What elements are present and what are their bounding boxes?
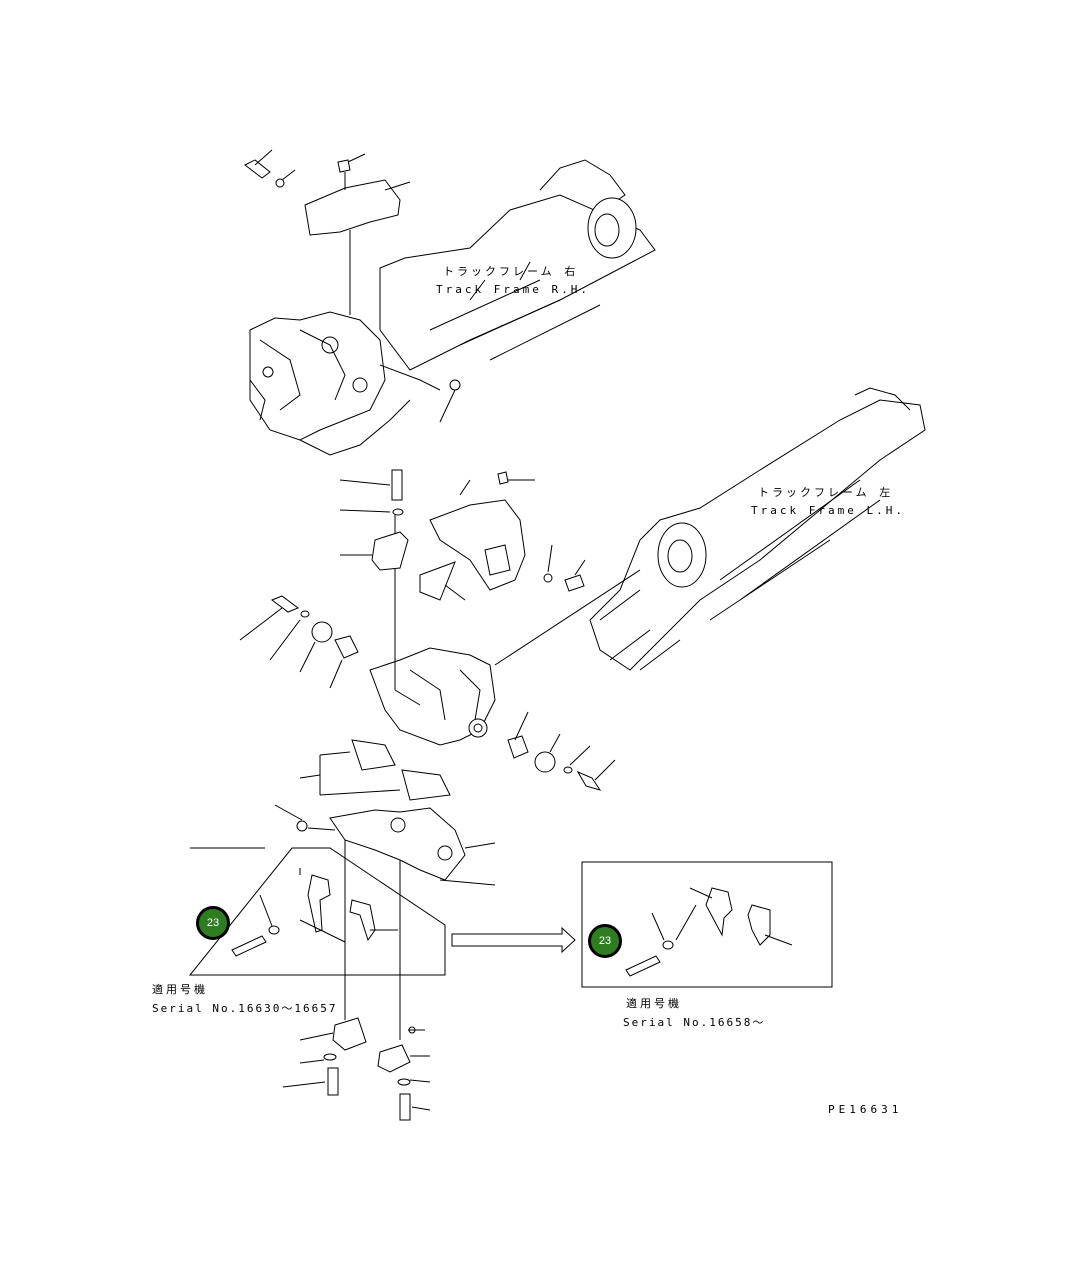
frame-lh-en-label: Track Frame L.H. (751, 504, 905, 517)
serial-a-en-label: Serial No.16630～16657 (152, 1002, 338, 1015)
inset-b-drawing (581, 861, 833, 988)
frame-rh-jp-label: トラックフレーム 右 (443, 265, 579, 278)
callout-23-inset-a[interactable]: 23 (196, 906, 230, 940)
serial-a-jp-label: 適用号機 (152, 983, 208, 996)
arrow-right (451, 926, 576, 954)
track-frame-lh-drawing (239, 387, 926, 801)
track-frame-rh-drawing (244, 149, 656, 456)
frame-lh-jp-label: トラックフレーム 左 (758, 486, 894, 499)
serial-b-en-label: Serial No.16658～ (623, 1016, 766, 1029)
callout-23-inset-b[interactable]: 23 (588, 924, 622, 958)
lower-guard-drawing (274, 804, 496, 1121)
frame-rh-en-label: Track Frame R.H. (436, 283, 590, 296)
drawing-code: PE16631 (828, 1103, 903, 1116)
inset-a-drawing (188, 847, 446, 976)
serial-b-jp-label: 適用号機 (626, 997, 682, 1010)
